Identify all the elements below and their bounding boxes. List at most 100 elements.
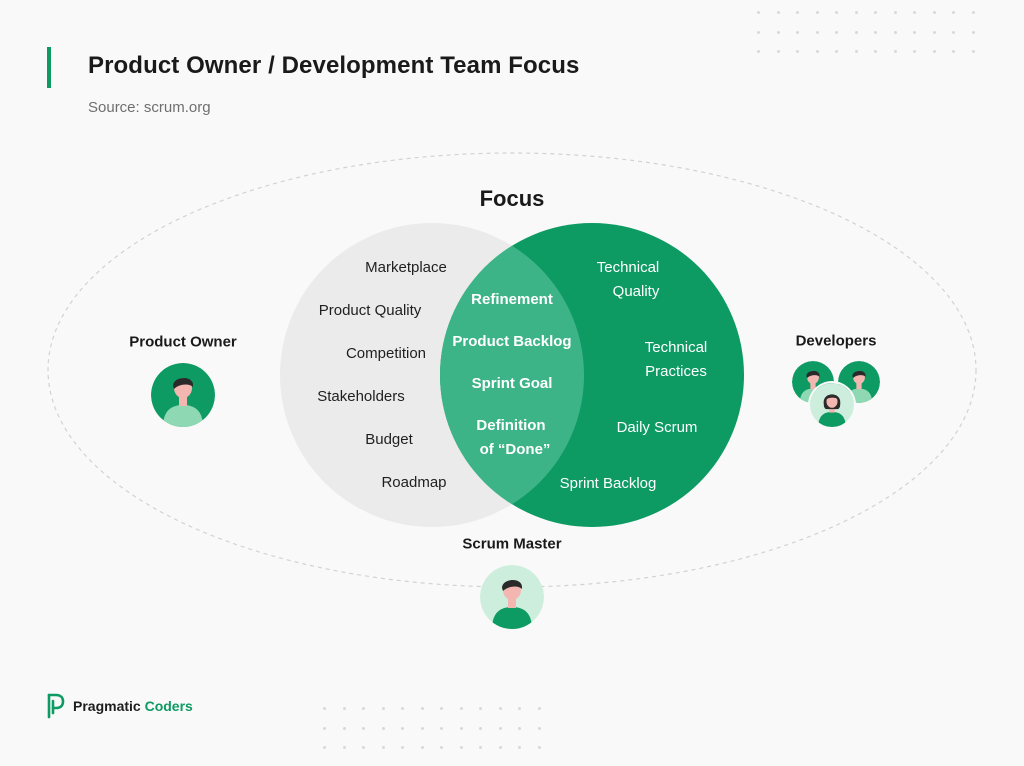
decorative-dot <box>479 707 482 710</box>
dev-item-practices: Practices <box>645 363 707 380</box>
decorative-dot <box>932 30 936 34</box>
decorative-dot <box>757 30 760 34</box>
dev-item-technical: Technical <box>596 259 660 276</box>
decorative-dot <box>796 30 799 34</box>
decorative-dot <box>342 726 346 730</box>
decorative-dot <box>815 11 819 14</box>
decorative-dot <box>459 746 463 749</box>
decorative-dot <box>854 11 858 14</box>
decorative-dot <box>420 707 424 710</box>
decorative-dot <box>932 50 936 53</box>
decorative-dot <box>893 11 897 14</box>
decorative-dot <box>757 11 760 14</box>
decorative-dot <box>498 707 502 710</box>
decorative-dot <box>362 746 365 749</box>
source-caption: Source: scrum.org <box>88 99 211 116</box>
decorative-dot <box>479 746 482 749</box>
brand-logo: Pragmatic Coders <box>46 693 193 719</box>
decorative-dot <box>323 707 326 710</box>
decorative-dot <box>893 50 897 53</box>
decorative-dot <box>381 707 385 710</box>
role-developers: Developers <box>795 332 877 350</box>
decorative-dot <box>537 746 541 749</box>
shared-item-refinement: Refinement <box>471 291 553 308</box>
decorative-dot <box>498 746 502 749</box>
decorative-dot <box>796 11 799 14</box>
decorative-dot <box>323 726 326 730</box>
decorative-dot <box>381 746 385 749</box>
decorative-dot <box>440 726 443 730</box>
po-item-competition: Competition <box>345 345 427 362</box>
decorative-dot <box>815 30 819 34</box>
overlap-region <box>440 223 584 527</box>
decorative-dot <box>498 726 502 730</box>
decorative-dot <box>479 726 482 730</box>
decorative-dot <box>518 707 521 710</box>
decorative-dot <box>518 726 521 730</box>
brand-name: Pragmatic Coders <box>73 698 193 714</box>
person-icon <box>810 383 854 427</box>
decorative-dot <box>854 50 858 53</box>
decorative-dot <box>913 11 916 14</box>
decorative-dot <box>776 30 780 34</box>
role-product-owner: Product Owner <box>129 333 237 351</box>
decorative-dot-grid-top <box>757 11 979 55</box>
decorative-dot <box>323 746 326 749</box>
decorative-dot <box>893 30 897 34</box>
decorative-dot <box>971 11 975 14</box>
decorative-dot <box>971 30 975 34</box>
person-icon <box>480 565 544 629</box>
decorative-dot <box>952 11 955 14</box>
page-title: Product Owner / Development Team Focus <box>88 52 580 79</box>
decorative-dot <box>913 30 916 34</box>
po-item-budget: Budget <box>365 431 413 448</box>
decorative-dot <box>776 11 780 14</box>
decorative-dot <box>420 746 424 749</box>
decorative-dot <box>401 726 404 730</box>
decorative-dot <box>342 707 346 710</box>
decorative-dot <box>815 50 819 53</box>
decorative-dot <box>796 50 799 53</box>
pragmatic-coders-logo-icon <box>47 693 65 719</box>
decorative-dot <box>913 50 916 53</box>
decorative-dot <box>835 50 838 53</box>
brand-name-part1: Pragmatic <box>73 698 141 714</box>
po-item-product-quality: Product Quality <box>318 302 422 319</box>
po-item-stakeholders: Stakeholders <box>317 388 405 405</box>
decorative-dot <box>835 11 838 14</box>
decorative-dot <box>459 726 463 730</box>
decorative-dot <box>401 746 404 749</box>
title-accent-bar <box>47 47 51 88</box>
decorative-dot <box>757 50 760 53</box>
shared-item-definition: Definition <box>476 417 546 434</box>
decorative-dot <box>932 11 936 14</box>
dev-item-daily-scrum: Daily Scrum <box>616 419 698 436</box>
decorative-dot <box>518 746 521 749</box>
decorative-dot <box>459 707 463 710</box>
decorative-dot <box>420 726 424 730</box>
dev-item-quality: Quality <box>612 283 660 300</box>
brand-name-part2: Coders <box>144 698 193 714</box>
dev-item-sprint-backlog: Sprint Backlog <box>559 475 657 492</box>
shared-item-sprint-goal: Sprint Goal <box>471 375 553 392</box>
decorative-dot <box>537 707 541 710</box>
developer-avatar-3 <box>810 383 854 427</box>
product-owner-avatar <box>151 363 215 427</box>
decorative-dot <box>537 726 541 730</box>
decorative-dot <box>854 30 858 34</box>
dev-item-technical-2: Technical <box>644 339 708 356</box>
shared-item-product-backlog: Product Backlog <box>452 333 572 350</box>
decorative-dot <box>342 746 346 749</box>
decorative-dot <box>401 707 404 710</box>
decorative-dot <box>952 50 955 53</box>
po-item-marketplace: Marketplace <box>365 259 447 276</box>
scrum-master-avatar <box>480 565 544 629</box>
decorative-dot-grid-bottom <box>323 707 545 751</box>
decorative-dot <box>381 726 385 730</box>
decorative-dot <box>952 30 955 34</box>
decorative-dot <box>440 707 443 710</box>
decorative-dot <box>776 50 780 53</box>
shared-item-of-done: of “Done” <box>479 441 551 458</box>
person-icon <box>151 363 215 427</box>
